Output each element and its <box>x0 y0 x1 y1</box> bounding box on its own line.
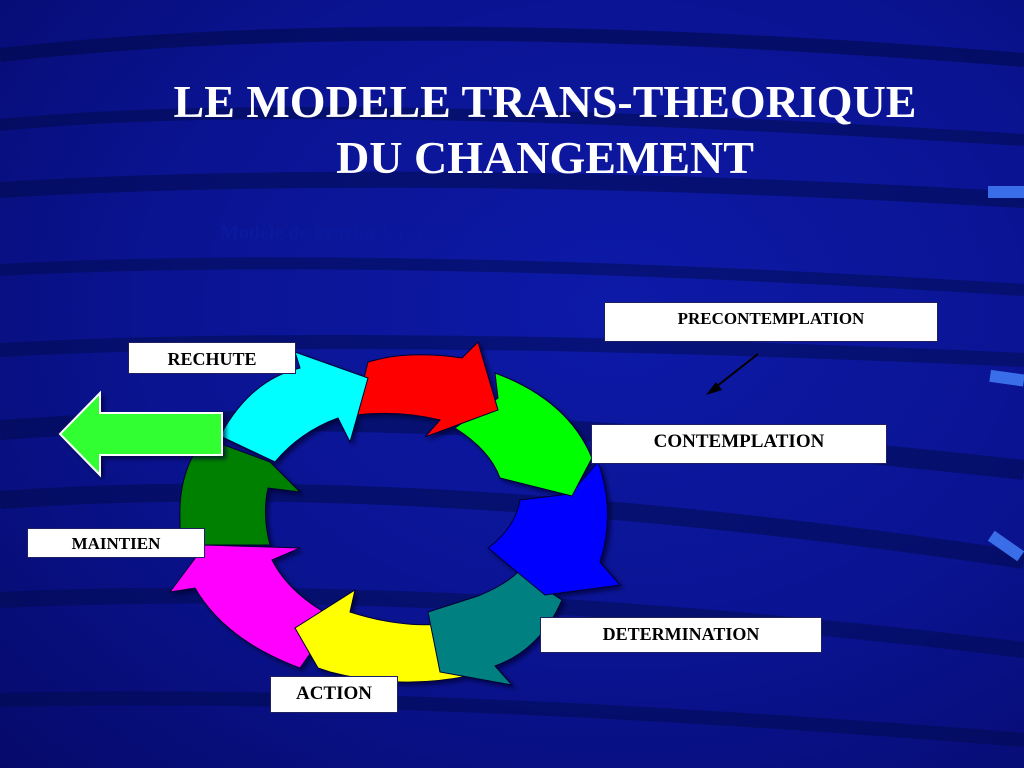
title-line-1: LE MODELE TRANS-THEORIQUE <box>173 76 917 127</box>
stage-label-action: ACTION <box>270 676 398 713</box>
stage-label-precontemplation: PRECONTEMPLATION <box>604 302 938 342</box>
exit-arrow-left <box>58 390 223 478</box>
stage-label-determination: DETERMINATION <box>540 617 822 653</box>
segment-teal-arrow <box>427 571 563 686</box>
segment-cyan-arrow <box>219 351 369 463</box>
segment-green-arrow <box>454 372 593 497</box>
segment-darkgreen-arrow <box>179 437 302 546</box>
page-title: LE MODELE TRANS-THEORIQUE DU CHANGEMENT <box>80 74 1010 186</box>
segment-red-arrow <box>354 341 499 438</box>
stage-label-contemplation: CONTEMPLATION <box>591 424 887 464</box>
stage-label-rechute: RECHUTE <box>128 342 296 374</box>
stage-label-maintien: MAINTIEN <box>27 528 205 558</box>
subtitle: Modèle de Prochaska et DiClemente <box>220 222 530 244</box>
right-edge-accents <box>987 186 1024 562</box>
pointer-arrow <box>706 353 759 395</box>
title-line-2: DU CHANGEMENT <box>336 132 754 183</box>
segment-blue-arrow <box>487 461 621 596</box>
